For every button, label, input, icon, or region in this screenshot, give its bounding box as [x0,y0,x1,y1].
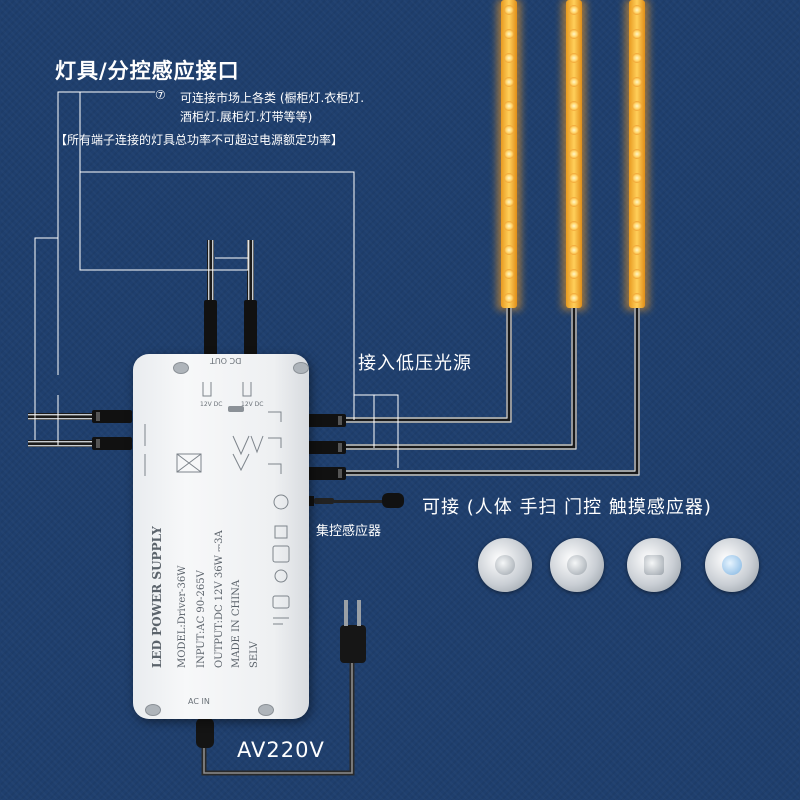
led-dot [632,245,642,255]
power-cable [196,600,366,776]
led-dot [504,197,514,207]
dc-out-label: DC OUT [210,356,242,365]
led-dot [504,53,514,63]
led-dot [504,125,514,135]
screw-top-right [293,362,309,374]
touch-sensor-icon [705,538,759,592]
page-title: 灯具/分控感应接口 [55,59,240,83]
sensor-port-label: 集控感应器 [316,524,382,539]
device-brand: LED POWER SUPPLY [150,526,164,668]
screw-top-left [173,362,189,374]
led-dot [632,173,642,183]
led-dot [569,245,579,255]
led-dot [569,29,579,39]
sensor-cable [300,493,404,508]
led-dot [569,149,579,159]
led-dot [632,269,642,279]
led-dot [632,221,642,231]
power-warning: 【所有端子连接的灯具总功率不可超过电源额定功率】 [55,133,344,147]
led-dot [632,101,642,111]
led-dot [569,173,579,183]
note-line-2: 酒柜灯.展柜灯.灯带等等) [180,110,313,124]
output-wires [345,308,640,476]
led-dot [569,5,579,15]
device-markings [144,382,290,625]
device-model: MODEL:Driver-36W [177,565,188,669]
sensor-types-label: 可接 (人体 手扫 门控 触摸感应器) [422,497,712,518]
led-dot [632,293,642,303]
low-voltage-label: 接入低压光源 [358,353,472,374]
led-dot [632,149,642,159]
dc-port-label-2: 12V DC [241,401,264,408]
led-dot [632,29,642,39]
mains-voltage-label: AV220V [237,738,325,762]
status-led [228,406,244,412]
led-dot [569,221,579,231]
led-dot [504,269,514,279]
led-dot [632,77,642,87]
body-sensor-icon [478,538,532,592]
led-dot [504,77,514,87]
led-driver-device [133,354,309,719]
top-wires [204,240,257,355]
led-dots [504,5,642,303]
hand-sweep-sensor-icon [550,538,604,592]
ac-in-label: AC IN [188,697,210,706]
led-dot [504,149,514,159]
led-dot [569,125,579,135]
screw-bottom-right [258,704,274,716]
led-dot [504,29,514,39]
led-dot [569,53,579,63]
led-dot [569,101,579,111]
right-connectors [306,414,346,480]
note-line-1: 可连接市场上各类 (橱柜灯.衣柜灯. [180,91,365,105]
led-dot [504,173,514,183]
device-selv: SELV [249,641,260,668]
screw-bottom-left [145,704,161,716]
led-dot [632,125,642,135]
led-dot [569,197,579,207]
door-sensor-icon [627,538,681,592]
left-wires [28,410,132,450]
led-dot [504,245,514,255]
device-input-spec: INPUT:AC 90-265V [196,570,207,668]
led-dot [504,293,514,303]
note-number: ⑦ [155,88,166,102]
callout-lines [34,91,399,468]
led-dot [569,269,579,279]
led-dot [504,221,514,231]
device-made-in: MADE IN CHINA [231,579,242,668]
led-dot [504,101,514,111]
led-dot [632,53,642,63]
led-dot [632,197,642,207]
device-output-spec: OUTPUT:DC 12V 36W ⎓3A [214,530,225,668]
led-dot [504,5,514,15]
dc-port-label-1: 12V DC [200,401,223,408]
led-dot [569,77,579,87]
led-dot [632,5,642,15]
led-dot [569,293,579,303]
